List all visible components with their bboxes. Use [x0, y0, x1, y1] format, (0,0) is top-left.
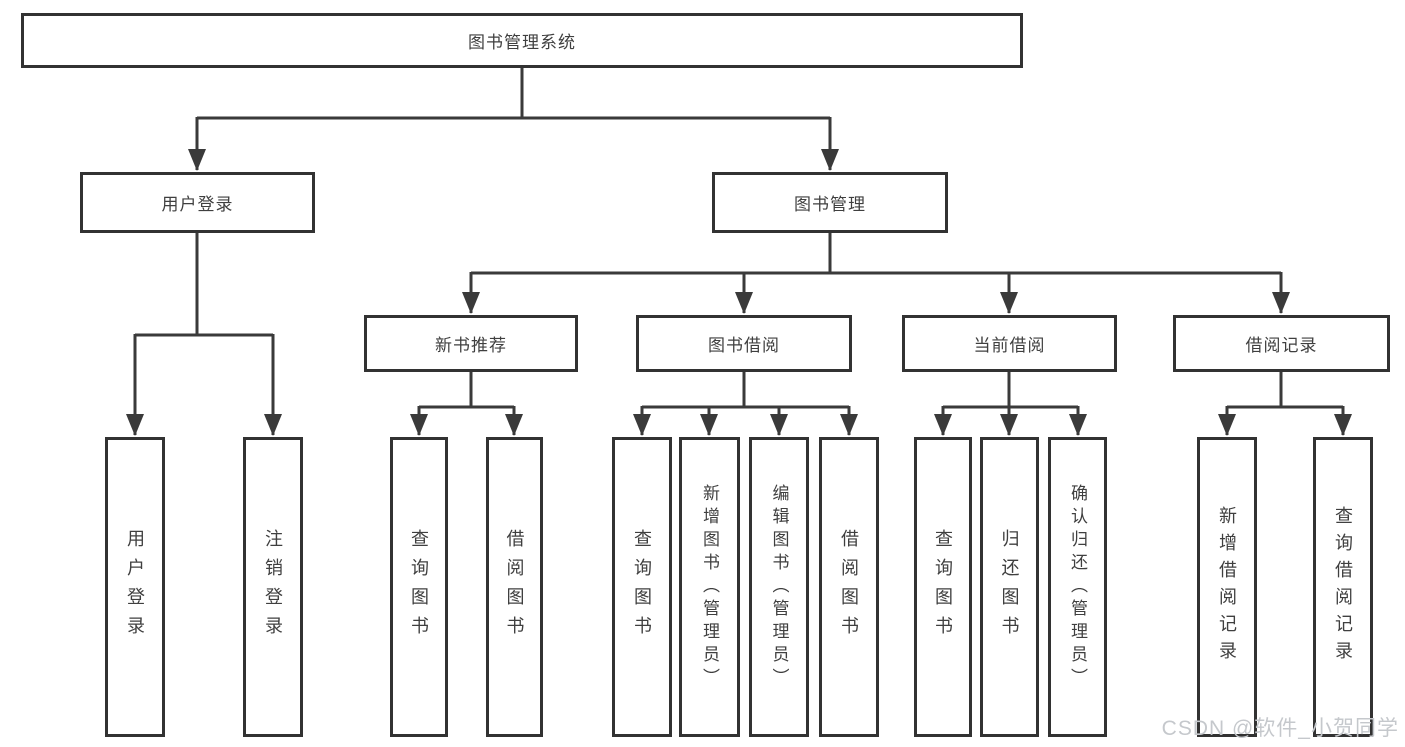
leaf-borrow-books-1: 借阅图书: [486, 437, 543, 737]
node-borrow-records: 借阅记录: [1173, 315, 1390, 372]
leaf-borrow-books-2: 借阅图书: [819, 437, 879, 737]
leaf-logout: 注销登录: [243, 437, 303, 737]
leaf-add-books-admin: 新增图书（管理员）: [679, 437, 740, 737]
leaf-user-login: 用户登录: [105, 437, 165, 737]
leaf-confirm-return-admin: 确认归还（管理员）: [1048, 437, 1107, 737]
csdn-watermark: CSDN @软件_小贺同学: [1161, 717, 1399, 740]
leaf-add-borrow-record: 新增借阅记录: [1197, 437, 1257, 737]
leaf-query-books-3: 查询图书: [914, 437, 972, 737]
leaf-query-borrow-record: 查询借阅记录: [1313, 437, 1373, 737]
leaf-query-books-2: 查询图书: [612, 437, 672, 737]
node-new-book-recommend: 新书推荐: [364, 315, 578, 372]
node-book-management: 图书管理: [712, 172, 948, 233]
leaf-return-books: 归还图书: [980, 437, 1039, 737]
leaf-query-books-1: 查询图书: [390, 437, 448, 737]
node-book-borrow: 图书借阅: [636, 315, 852, 372]
node-user-login: 用户登录: [80, 172, 315, 233]
leaf-edit-books-admin: 编辑图书（管理员）: [749, 437, 809, 737]
node-current-borrow: 当前借阅: [902, 315, 1117, 372]
node-system-root: 图书管理系统: [21, 13, 1023, 68]
